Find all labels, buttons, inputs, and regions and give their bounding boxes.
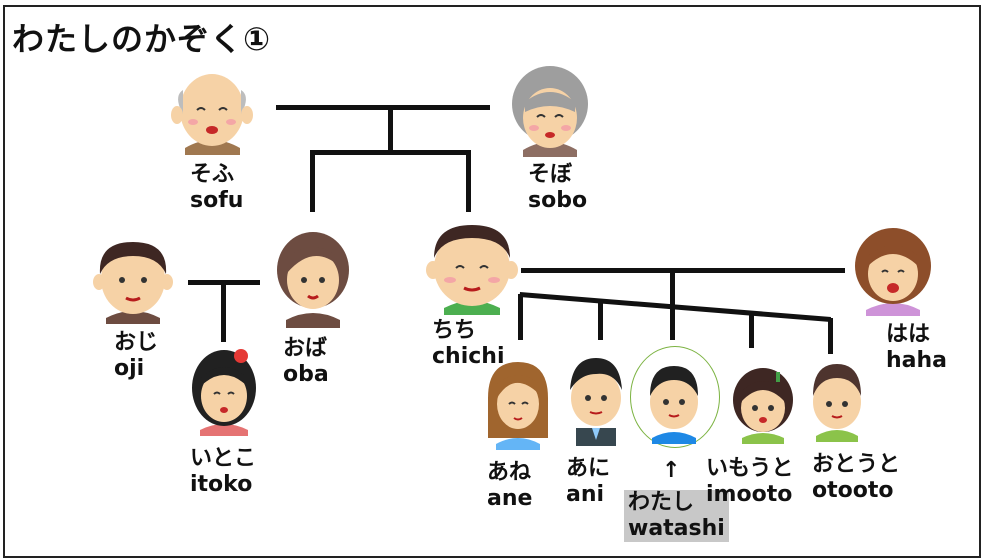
ani-kana: あに	[566, 456, 611, 481]
line-to-otooto	[828, 318, 833, 354]
watashi-illustration	[650, 366, 698, 444]
imooto-kana: いもうと	[706, 456, 794, 481]
oji-kana: おじ	[114, 330, 159, 355]
line-chichi-haha	[521, 268, 845, 273]
haha-illustration	[855, 228, 931, 316]
otooto-label: おとうと otooto	[812, 452, 900, 504]
line-parents-bar	[310, 150, 471, 155]
itoko-label: いとこ itoko	[190, 446, 256, 498]
ani-illustration	[570, 358, 622, 446]
otooto-romaji: otooto	[812, 478, 894, 503]
oji-illustration	[93, 242, 173, 324]
ane-illustration	[488, 362, 548, 450]
ane-kana: あね	[487, 460, 532, 485]
watashi-kana: わたし	[624, 490, 729, 516]
chichi-kana: ちち	[432, 318, 477, 343]
line-to-ani	[598, 300, 603, 340]
itoko-romaji: itoko	[190, 472, 253, 497]
sobo-illustration	[512, 66, 588, 157]
line-to-oba	[310, 150, 315, 212]
imooto-romaji: imooto	[706, 482, 793, 507]
ani-label: あに ani	[566, 456, 610, 508]
itoko-kana: いとこ	[190, 446, 257, 471]
line-grandparents	[276, 105, 490, 110]
oji-label: おじ oji	[114, 330, 158, 382]
sobo-label: そぼ sobo	[528, 162, 587, 214]
ani-romaji: ani	[566, 482, 605, 507]
line-to-ane	[518, 294, 523, 340]
chichi-romaji: chichi	[432, 344, 505, 369]
otooto-illustration	[813, 364, 861, 442]
imooto-illustration	[733, 368, 793, 444]
sofu-kana: そふ	[190, 162, 235, 187]
sobo-romaji: sobo	[528, 188, 588, 213]
page-title: わたしのかぞく①	[12, 20, 272, 58]
oba-label: おば oba	[283, 336, 329, 388]
line-grandparents-down	[388, 105, 393, 153]
sofu-romaji: sofu	[190, 188, 244, 213]
oba-kana: おば	[283, 336, 328, 361]
chichi-illustration	[426, 225, 518, 315]
sobo-kana: そぼ	[528, 162, 573, 187]
haha-kana: はは	[886, 322, 931, 347]
sofu-label: そふ sofu	[190, 162, 243, 214]
watashi-label: わたし watashi	[624, 490, 729, 542]
chichi-label: ちち chichi	[432, 318, 505, 370]
watashi-romaji: watashi	[624, 516, 729, 542]
oba-illustration	[277, 232, 349, 328]
otooto-kana: おとうと	[812, 452, 901, 477]
itoko-illustration	[192, 349, 256, 436]
haha-romaji: haha	[886, 348, 948, 373]
ane-romaji: ane	[487, 486, 533, 511]
line-to-chichi	[466, 150, 471, 212]
oba-romaji: oba	[283, 362, 329, 387]
oji-romaji: oji	[114, 356, 145, 381]
imooto-label: いもうと imooto	[706, 456, 793, 508]
sofu-illustration	[171, 74, 253, 155]
ane-label: あね ane	[487, 460, 532, 512]
watashi-highlight-circle	[630, 346, 720, 448]
watashi-arrow: ↑	[662, 458, 681, 483]
haha-label: はは haha	[886, 322, 947, 374]
line-to-itoko	[221, 280, 226, 342]
line-to-imooto	[749, 312, 754, 348]
